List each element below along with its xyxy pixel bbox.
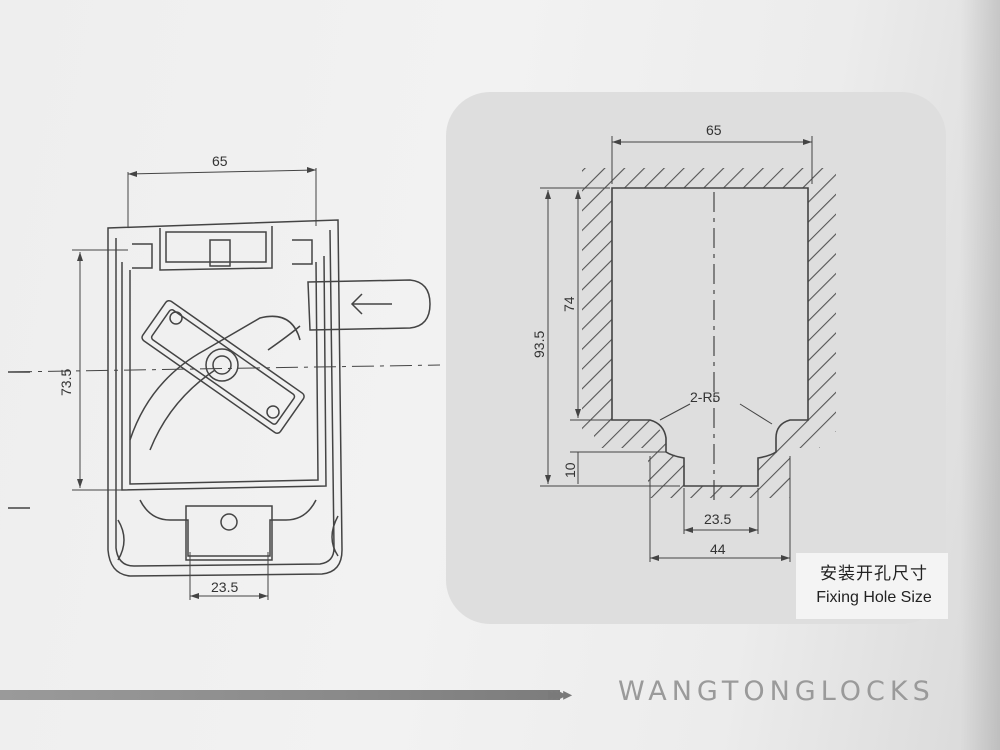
caption-chinese: 安装开孔尺寸 — [820, 564, 928, 583]
footer-chevrons: ▸▸▸▸ — [548, 684, 572, 704]
front-view-drawing — [8, 167, 441, 600]
caption-box — [796, 553, 948, 619]
fixing-hole-drawing — [540, 136, 836, 562]
front-width-dim: 65 — [212, 153, 228, 169]
hole-lower-height-dim: 10 — [562, 462, 578, 478]
brand-name: WANGTONGLOCKS — [618, 676, 935, 707]
hole-outer-bottom-dim: 44 — [710, 541, 726, 557]
page-edge-shadow — [960, 0, 1000, 750]
hole-width-dim: 65 — [706, 122, 722, 138]
radius-label: 2-R5 — [690, 389, 721, 405]
front-bottom-dim: 23.5 — [211, 579, 238, 595]
caption-english: Fixing Hole Size — [816, 589, 932, 606]
front-height-dim: 73.5 — [58, 369, 74, 396]
hole-height-dim: 93.5 — [531, 331, 547, 358]
hole-inner-bottom-dim: 23.5 — [704, 511, 731, 527]
hole-upper-height-dim: 74 — [561, 296, 577, 312]
footer-bar — [0, 690, 560, 700]
